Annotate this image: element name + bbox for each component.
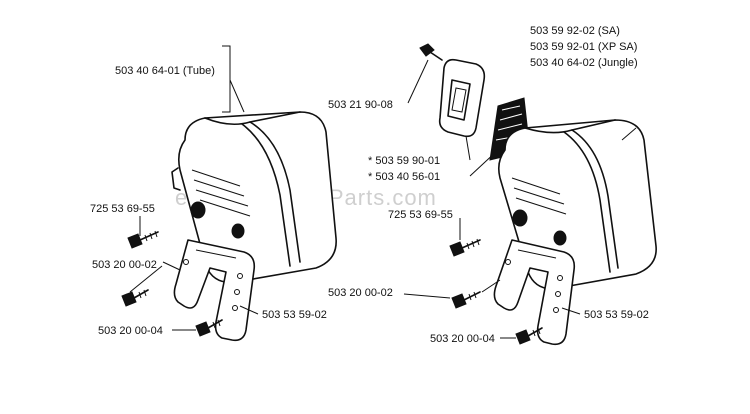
label-right-muffler-xpsa: 503 59 92-01 (XP SA) — [530, 41, 637, 53]
right-screw-bottom — [515, 327, 543, 345]
left-screw-top — [127, 230, 159, 249]
label-right-screw-top: 725 53 69-55 — [388, 209, 453, 221]
right-screw-deflector — [419, 43, 443, 61]
label-right-deflector-plate: * 503 59 90-01 — [368, 155, 440, 167]
right-screw-mid — [451, 291, 481, 309]
right-deflector-plate — [438, 58, 486, 138]
label-left-screw-mid: 503 20 00-02 — [92, 259, 157, 271]
left-bracket — [173, 239, 256, 342]
label-left-muffler: 503 40 64-01 (Tube) — [115, 65, 215, 77]
label-right-muffler-sa: 503 59 92-02 (SA) — [530, 25, 620, 37]
left-screw-mid — [121, 289, 149, 307]
label-right-muffler-jungle: 503 40 64-02 (Jungle) — [530, 57, 638, 69]
left-muffler — [171, 111, 337, 284]
label-left-bracket: 503 53 59-02 — [262, 309, 327, 321]
label-right-screw-mid: 503 20 00-02 — [328, 287, 393, 299]
label-right-screw-deflector: 503 21 90-08 — [328, 99, 393, 111]
label-right-bracket: 503 53 59-02 — [584, 309, 649, 321]
left-screw-bottom — [195, 319, 223, 337]
right-screw-top — [449, 238, 481, 257]
right-bracket — [493, 239, 576, 346]
label-right-spark-screen: * 503 40 56-01 — [368, 171, 440, 183]
label-left-screw-top: 725 53 69-55 — [90, 203, 155, 215]
left-muffler-bracket-line — [222, 45, 231, 113]
label-right-screw-bottom: 503 20 00-04 — [430, 333, 495, 345]
label-left-screw-bottom: 503 20 00-04 — [98, 325, 163, 337]
